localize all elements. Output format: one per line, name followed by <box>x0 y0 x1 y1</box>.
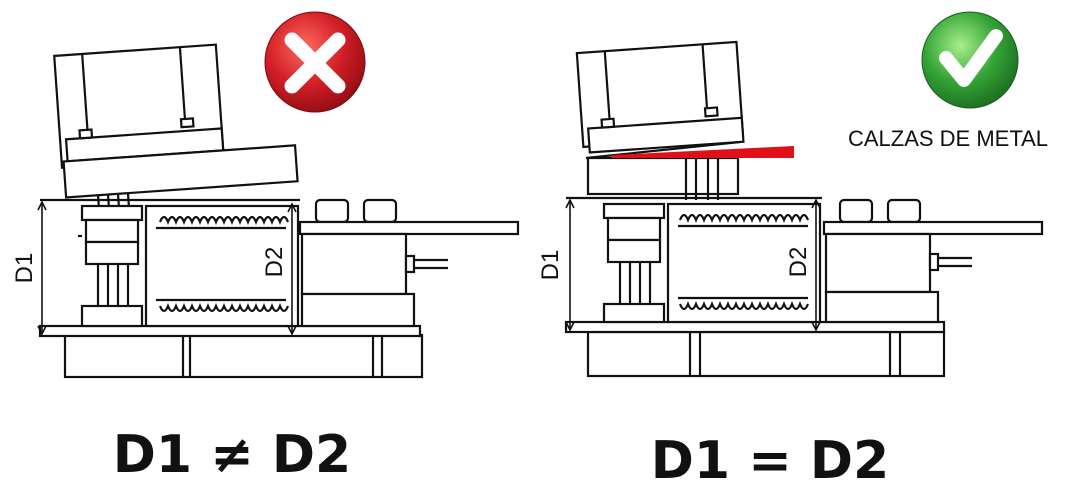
green-check-icon <box>921 11 1019 109</box>
left-tilted-structure <box>53 43 299 220</box>
right-d2-label: D2 <box>785 247 812 278</box>
right-d1-label: D1 <box>537 250 564 281</box>
left-d2-label: D2 <box>261 247 288 278</box>
right-spring-bottom <box>678 301 810 311</box>
left-equation: D1 ≠ D2 <box>113 425 351 485</box>
shim-label: CALZAS DE METAL <box>848 126 1048 151</box>
left-d1-label: D1 <box>11 253 38 284</box>
left-spring-top <box>158 215 290 225</box>
red-x-icon <box>264 11 366 113</box>
left-spring-bottom <box>158 303 290 313</box>
right-spring-top <box>678 213 810 223</box>
right-equation: D1 = D2 <box>651 431 889 488</box>
right-panel <box>564 40 1044 378</box>
left-panel <box>37 43 520 379</box>
right-tilted-structure <box>575 40 745 154</box>
metal-shim <box>612 146 794 158</box>
